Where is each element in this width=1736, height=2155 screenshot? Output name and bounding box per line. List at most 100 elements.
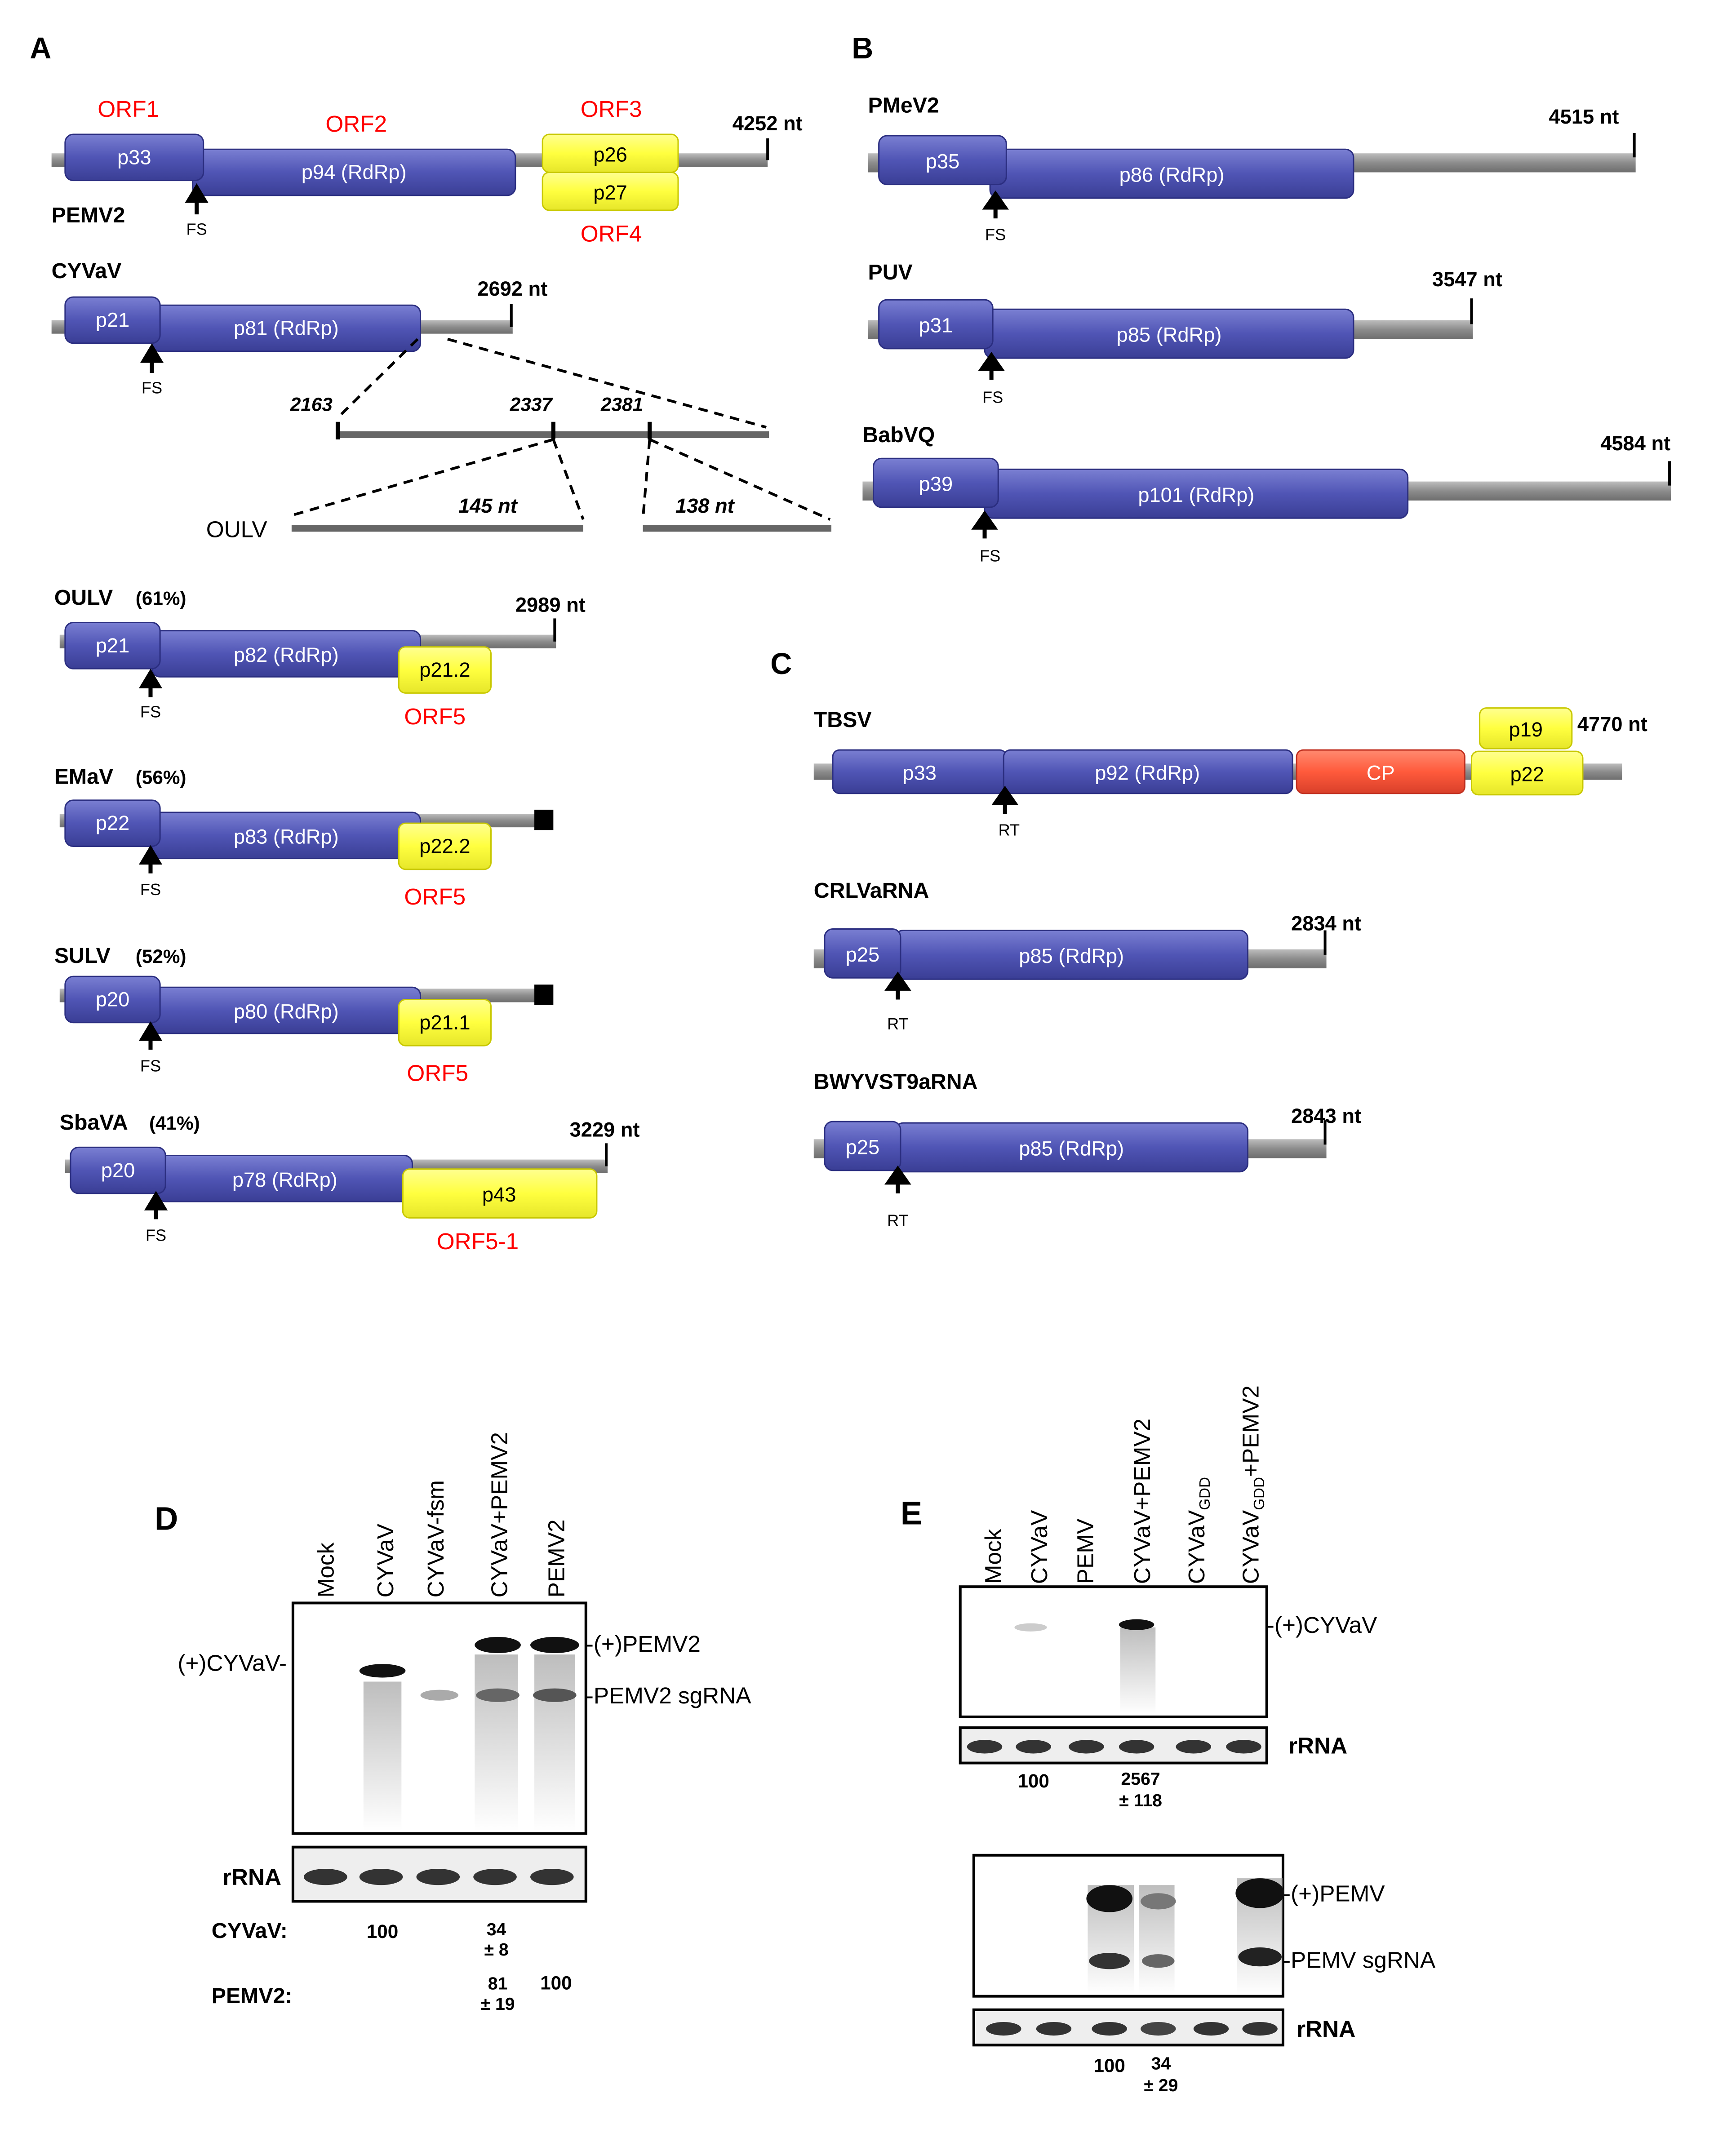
- svg-text:p20: p20: [96, 988, 130, 1011]
- svg-text:-(+)PEMV2: -(+)PEMV2: [586, 1631, 701, 1657]
- svg-text:p86 (RdRp): p86 (RdRp): [1119, 164, 1225, 186]
- svg-text:p83 (RdRp): p83 (RdRp): [234, 825, 339, 848]
- svg-text:p27: p27: [593, 181, 627, 204]
- puv-genome: PUV 3547 nt p85 (RdRp) p31 FS: [868, 260, 1502, 407]
- svg-text:BabVQ: BabVQ: [862, 423, 935, 447]
- svg-text:p19: p19: [1509, 718, 1543, 741]
- svg-text:ORF5: ORF5: [404, 884, 466, 909]
- svg-text:CYVaV: CYVaV: [1026, 1510, 1052, 1584]
- svg-text:CYVaVGDD: CYVaVGDD: [1184, 1477, 1213, 1584]
- svg-text:FS: FS: [982, 388, 1003, 407]
- svg-text:2163: 2163: [290, 394, 333, 415]
- svg-text:p35: p35: [926, 150, 960, 173]
- svg-text:PUV: PUV: [868, 260, 913, 284]
- svg-text:2692 nt: 2692 nt: [477, 277, 547, 300]
- svg-text:2989 nt: 2989 nt: [515, 593, 586, 616]
- svg-text:2337: 2337: [510, 394, 553, 415]
- panel-label-c: C: [770, 647, 792, 681]
- svg-text:p92 (RdRp): p92 (RdRp): [1095, 762, 1200, 785]
- svg-text:BWYVST9aRNA: BWYVST9aRNA: [814, 1070, 978, 1094]
- svg-text:± 118: ± 118: [1119, 1791, 1162, 1810]
- pmev2-genome: PMeV2 4515 nt p86 (RdRp) p35 FS: [868, 93, 1636, 244]
- svg-text:FS: FS: [142, 378, 162, 397]
- svg-text:81: 81: [488, 1974, 508, 1994]
- svg-text:± 29: ± 29: [1144, 2075, 1178, 2095]
- pemv2-genome: ORF1 ORF2 ORF3 4252 nt p94 (RdRp) p33 p2…: [51, 96, 803, 246]
- oulv-genome: OULV (61%) 2989 nt p82 (RdRp) p21 p21.2 …: [54, 585, 586, 729]
- svg-text:4770 nt: 4770 nt: [1577, 713, 1647, 736]
- babvq-genome: BabVQ 4584 nt p101 (RdRp) p39 FS: [862, 423, 1671, 565]
- crlvarna-genome: CRLVaRNA 2834 nt p85 (RdRp) p25 RT: [813, 878, 1361, 1033]
- svg-text:(41%): (41%): [149, 1113, 200, 1134]
- svg-text:CP: CP: [1367, 762, 1395, 785]
- svg-text:p31: p31: [919, 314, 953, 337]
- svg-text:p85 (RdRp): p85 (RdRp): [1019, 944, 1124, 967]
- svg-text:ORF5-1: ORF5-1: [437, 1228, 519, 1254]
- pemv2-length: 4252 nt: [733, 112, 803, 135]
- cyvav-genome: CYVaV 2692 nt p81 (RdRp) p21 FS 2163 233…: [51, 259, 769, 440]
- svg-text:PEMV2: PEMV2: [543, 1519, 569, 1597]
- svg-text:100: 100: [540, 1973, 572, 1994]
- svg-text:± 8: ± 8: [484, 1940, 508, 1960]
- svg-text:OULV: OULV: [206, 516, 267, 542]
- svg-text:34: 34: [1151, 2054, 1171, 2074]
- svg-text:FS: FS: [985, 225, 1006, 244]
- svg-text:p22: p22: [96, 811, 130, 834]
- svg-text:2567: 2567: [1121, 1769, 1160, 1789]
- blot-e-bottom: [972, 1853, 1285, 1998]
- svg-text:ORF5: ORF5: [404, 704, 466, 729]
- svg-text:Mock: Mock: [980, 1529, 1006, 1584]
- svg-text:RT: RT: [887, 1211, 909, 1229]
- tbsv-genome: TBSV 4770 nt p33 p92 (RdRp) CP p19 p22 R…: [813, 707, 1647, 839]
- svg-text:p39: p39: [919, 473, 953, 496]
- svg-text:FS: FS: [146, 1226, 166, 1245]
- svg-text:p85 (RdRp): p85 (RdRp): [1117, 324, 1222, 346]
- svg-text:p20: p20: [101, 1159, 135, 1182]
- svg-text:FS: FS: [980, 547, 1000, 565]
- svg-text:(+)CYVaV-: (+)CYVaV-: [178, 1650, 287, 1676]
- panel-e-lanes: Mock CYVaV PEMV CYVaV+PEMV2 CYVaVGDD CYV…: [980, 1385, 1267, 1584]
- svg-text:100: 100: [1017, 1770, 1049, 1791]
- oulv-insert: OULV 145 nt 138 nt: [206, 438, 832, 542]
- svg-text:3229 nt: 3229 nt: [570, 1118, 640, 1141]
- blot-e-top: [959, 1585, 1268, 1718]
- svg-text:CYVaV+PEMV2: CYVaV+PEMV2: [1129, 1419, 1155, 1584]
- svg-text:100: 100: [1093, 2055, 1125, 2076]
- svg-text:-(+)PEMV: -(+)PEMV: [1283, 1880, 1385, 1906]
- svg-text:p85 (RdRp): p85 (RdRp): [1019, 1137, 1124, 1160]
- sbava-genome: SbaVA (41%) 3229 nt p78 (RdRp) p20 p43 O…: [60, 1110, 640, 1254]
- panel-label-e: E: [901, 1495, 922, 1531]
- svg-text:rRNA: rRNA: [222, 1864, 281, 1890]
- svg-text:(56%): (56%): [136, 767, 186, 788]
- panel-label-a: A: [30, 32, 51, 65]
- svg-text:34: 34: [487, 1920, 506, 1939]
- svg-text:FS: FS: [140, 703, 161, 721]
- svg-text:p21: p21: [96, 634, 130, 657]
- svg-text:p33: p33: [902, 762, 937, 785]
- svg-text:SbaVA: SbaVA: [60, 1110, 128, 1135]
- svg-text:FS: FS: [186, 220, 207, 238]
- svg-text:p25: p25: [846, 1136, 880, 1159]
- svg-text:CYVaV-fsm: CYVaV-fsm: [423, 1480, 448, 1597]
- svg-text:p82 (RdRp): p82 (RdRp): [234, 643, 339, 666]
- panel-label-d: D: [155, 1500, 178, 1537]
- svg-text:CYVaV+PEMV2: CYVaV+PEMV2: [487, 1432, 512, 1597]
- svg-text:Mock: Mock: [313, 1542, 338, 1597]
- svg-text:4515 nt: 4515 nt: [1549, 105, 1619, 128]
- svg-text:p78 (RdRp): p78 (RdRp): [232, 1168, 337, 1191]
- sulv-genome: SULV (52%) p80 (RdRp) p20 p21.1 ORF5 FS: [54, 944, 554, 1086]
- svg-text:CYVaV: CYVaV: [52, 259, 122, 283]
- svg-text:± 19: ± 19: [481, 1994, 515, 2014]
- svg-text:TBSV: TBSV: [814, 708, 872, 732]
- rrna-e-bottom: [972, 2008, 1285, 2047]
- svg-text:PEMV2:: PEMV2:: [212, 1984, 293, 2008]
- orf1-label: ORF1: [98, 96, 159, 122]
- rrna-d: [291, 1845, 587, 1903]
- svg-text:rRNA: rRNA: [1296, 2016, 1355, 2042]
- bwyvst9arna-genome: BWYVST9aRNA 2843 nt p85 (RdRp) p25 RT: [813, 1070, 1361, 1229]
- blot-d: [291, 1601, 587, 1835]
- svg-text:-(+)CYVaV: -(+)CYVaV: [1267, 1612, 1377, 1638]
- svg-text:CRLVaRNA: CRLVaRNA: [814, 878, 929, 903]
- svg-text:p94 (RdRp): p94 (RdRp): [302, 161, 407, 184]
